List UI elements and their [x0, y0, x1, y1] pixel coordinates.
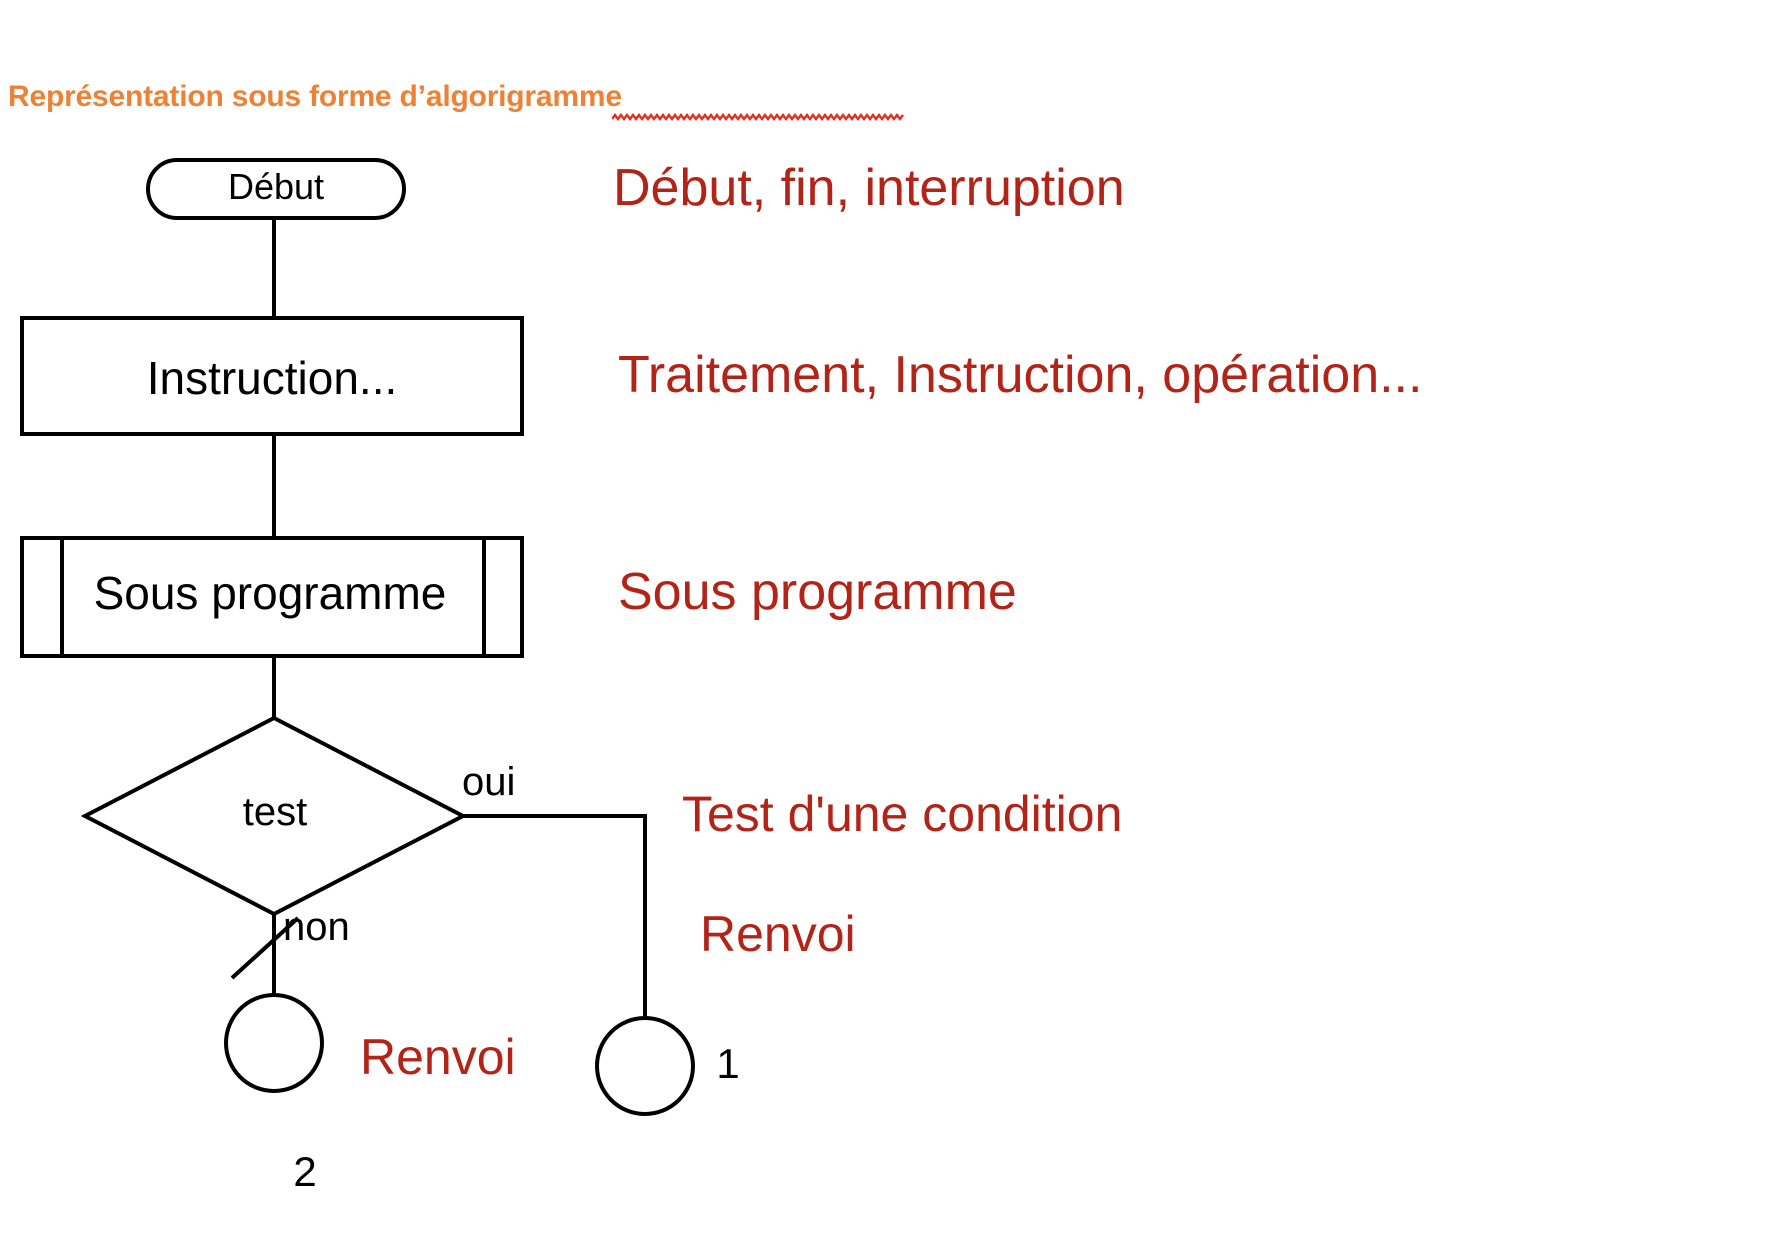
edge-decision-yes — [463, 814, 647, 1018]
legend-text-start: Début, fin, interruption — [613, 159, 1125, 217]
node-connector2-shape[interactable] — [224, 993, 324, 1093]
node-start-label: Début — [227, 166, 325, 207]
legend-text-process: Traitement, Instruction, opération... — [618, 346, 1423, 404]
edge-decision-no-tick — [230, 916, 300, 980]
page-title-plain: Représentation sous forme d’ — [8, 80, 426, 113]
legend-text-decision: Test d'une condition — [682, 786, 1123, 842]
legend-text-subprogram: Sous programme — [618, 563, 1017, 621]
node-decision-label: test — [242, 790, 308, 834]
node-connector2-label: 2 — [293, 1148, 317, 1195]
page-title-underlined: algorigramme — [425, 80, 622, 113]
page-title: Représentation sous forme d’algorigramme — [8, 80, 622, 114]
node-subprogram-label: Sous programme — [93, 567, 447, 619]
legend-text-connector2: Renvoi — [360, 1029, 516, 1085]
node-process-label: Instruction... — [146, 352, 398, 404]
edge-label-yes: oui — [462, 760, 516, 804]
spellcheck-squiggle-icon — [612, 113, 904, 121]
edge-label-no: non — [283, 905, 350, 949]
node-connector1-label: 1 — [716, 1040, 740, 1087]
legend-text-connector1: Renvoi — [700, 906, 856, 962]
node-connector1-shape[interactable] — [595, 1016, 695, 1116]
